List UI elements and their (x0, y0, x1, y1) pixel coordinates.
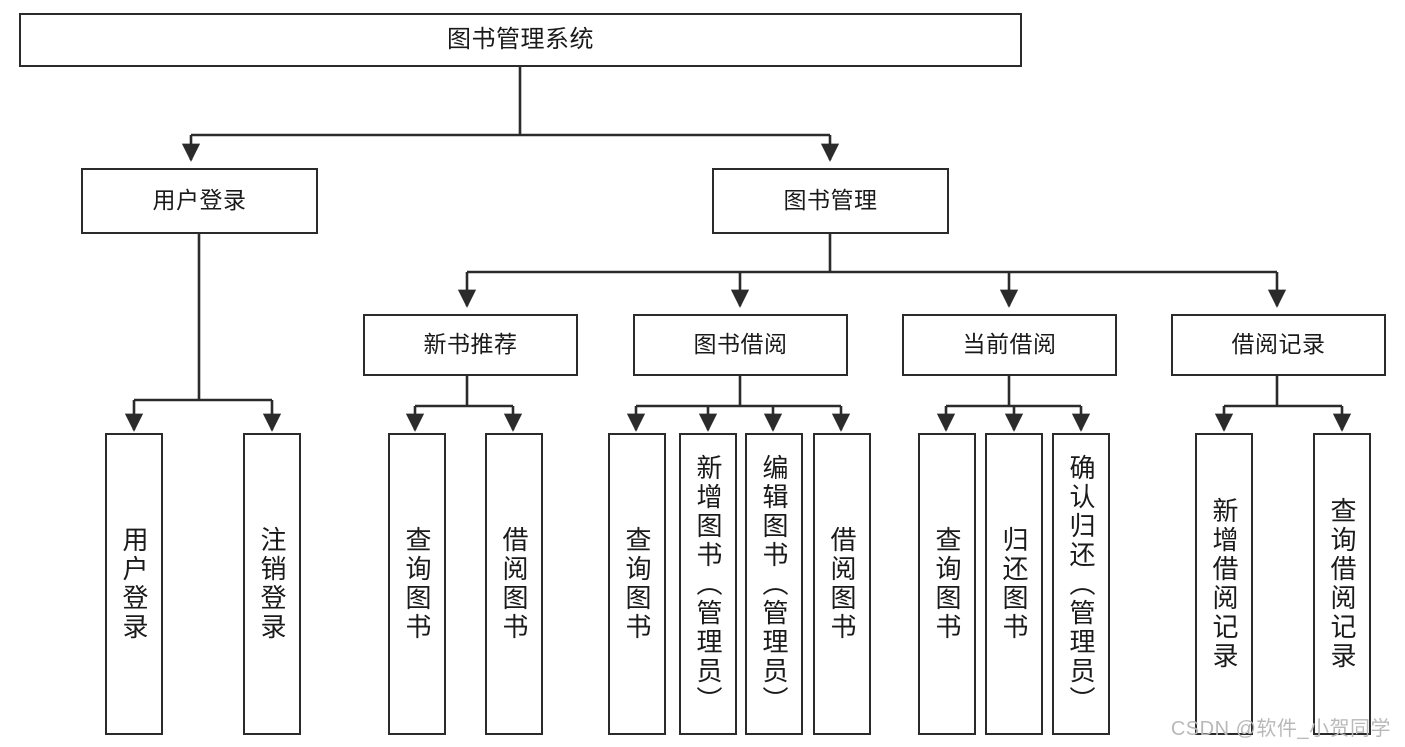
leaf-borrow-query-book[interactable]: 查询图书 (608, 433, 666, 735)
node-label: 图书管理 (783, 187, 878, 214)
node-label: 图书管理系统 (447, 25, 594, 53)
node-label: 用户登录 (152, 187, 247, 214)
node-current-borrow[interactable]: 当前借阅 (902, 314, 1117, 376)
node-user-login[interactable]: 用户登录 (81, 168, 318, 234)
node-label: 新增借阅记录 (1209, 497, 1239, 671)
leaf-borrow-borrow-book[interactable]: 借阅图书 (813, 433, 871, 735)
leaf-records-add-record[interactable]: 新增借阅记录 (1195, 433, 1253, 735)
node-label: 新增图书（管理员） (693, 453, 723, 715)
leaf-current-query-book[interactable]: 查询图书 (918, 433, 976, 735)
node-label: 查询借阅记录 (1327, 497, 1357, 671)
leaf-records-query-record[interactable]: 查询借阅记录 (1313, 433, 1371, 735)
node-borrow-records[interactable]: 借阅记录 (1171, 314, 1386, 376)
node-label: 归还图书 (999, 526, 1029, 642)
node-label: 注销登录 (257, 526, 287, 642)
node-label: 新书推荐 (423, 331, 518, 358)
node-label: 编辑图书（管理员） (759, 453, 789, 715)
leaf-borrow-edit-book-admin[interactable]: 编辑图书（管理员） (745, 433, 803, 735)
node-label: 借阅图书 (827, 526, 857, 642)
leaf-borrow-add-book-admin[interactable]: 新增图书（管理员） (679, 433, 737, 735)
node-label: 查询图书 (932, 526, 962, 642)
node-label: 当前借阅 (962, 331, 1057, 358)
leaf-recommend-query-book[interactable]: 查询图书 (388, 433, 446, 735)
leaf-current-confirm-return-admin[interactable]: 确认归还（管理员） (1052, 433, 1110, 735)
node-book-management[interactable]: 图书管理 (712, 168, 949, 234)
leaf-user-login-logout[interactable]: 注销登录 (243, 433, 301, 735)
node-label: 确认归还（管理员） (1066, 453, 1096, 715)
node-label: 借阅图书 (499, 526, 529, 642)
leaf-user-login-login[interactable]: 用户登录 (105, 433, 163, 735)
leaf-current-return-book[interactable]: 归还图书 (985, 433, 1043, 735)
node-new-book-recommend[interactable]: 新书推荐 (363, 314, 578, 376)
node-book-borrow[interactable]: 图书借阅 (633, 314, 848, 376)
node-label: 查询图书 (402, 526, 432, 642)
node-label: 借阅记录 (1231, 331, 1326, 358)
node-label: 图书借阅 (693, 331, 788, 358)
node-root-system[interactable]: 图书管理系统 (19, 13, 1022, 67)
node-label: 查询图书 (622, 526, 652, 642)
watermark: CSDN @软件_小贺同学 (1170, 718, 1391, 740)
leaf-recommend-borrow-book[interactable]: 借阅图书 (485, 433, 543, 735)
node-label: 用户登录 (119, 526, 149, 642)
